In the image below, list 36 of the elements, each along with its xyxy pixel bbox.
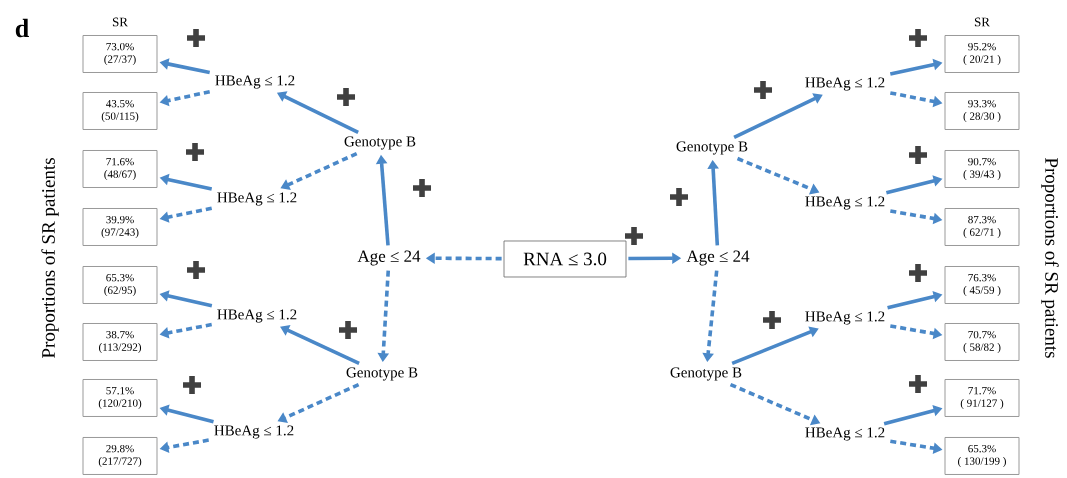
panel-letter: d — [15, 18, 29, 38]
result-box: 57.1% (120/210) — [82, 379, 158, 417]
result-box: 71.6% (48/67) — [82, 150, 158, 188]
condition-label: HBeAg ≤ 1.2 — [217, 309, 297, 323]
result-box: 87.3% ( 62/71 ) — [944, 208, 1020, 246]
arrow — [733, 93, 823, 139]
condition-label: HBeAg ≤ 1.2 — [805, 311, 885, 325]
result-box: 29.8% (217/727) — [82, 437, 158, 475]
result-box: 38.7% (113/292) — [82, 323, 158, 361]
condition-label: Genotype B — [670, 367, 742, 381]
condition-label: HBeAg ≤ 1.2 — [805, 77, 885, 91]
condition-label: HBeAg ≤ 1.2 — [805, 196, 885, 210]
condition-label: Genotype B — [346, 367, 418, 381]
result-box: 65.3% (62/95) — [82, 266, 158, 304]
axis-title: Proportions of SR patients — [1041, 158, 1059, 358]
arrow — [280, 325, 360, 365]
result-box: 70.7% ( 58/82 ) — [944, 323, 1020, 361]
result-box: 90.7% ( 39/43 ) — [944, 150, 1020, 188]
result-box: 39.9% (97/243) — [82, 208, 158, 246]
condition-label: HBeAg ≤ 1.2 — [217, 192, 297, 206]
result-box: 76.3% ( 45/59 ) — [944, 266, 1020, 304]
result-box: 65.3% ( 130/199 ) — [944, 437, 1020, 475]
condition-label: Age ≤ 24 — [357, 250, 421, 266]
condition-label: Genotype B — [676, 141, 748, 155]
result-box: 95.2% ( 20/21 ) — [944, 35, 1020, 73]
condition-label: Age ≤ 24 — [686, 250, 750, 266]
condition-label: HBeAg ≤ 1.2 — [215, 75, 295, 89]
axis-title: Proportions of SR patients — [41, 158, 59, 358]
result-box: 73.0% (27/37) — [82, 35, 158, 73]
condition-box: RNA ≤ 3.0 — [503, 240, 627, 278]
result-box: 71.7% ( 91/127 ) — [944, 379, 1020, 417]
result-box: 43.5% (50/115) — [82, 92, 158, 130]
result-box: 93.3% ( 28/30 ) — [944, 92, 1020, 130]
condition-label: Genotype B — [344, 136, 416, 150]
condition-label: HBeAg ≤ 1.2 — [805, 427, 885, 441]
condition-label: HBeAg ≤ 1.2 — [214, 425, 294, 439]
